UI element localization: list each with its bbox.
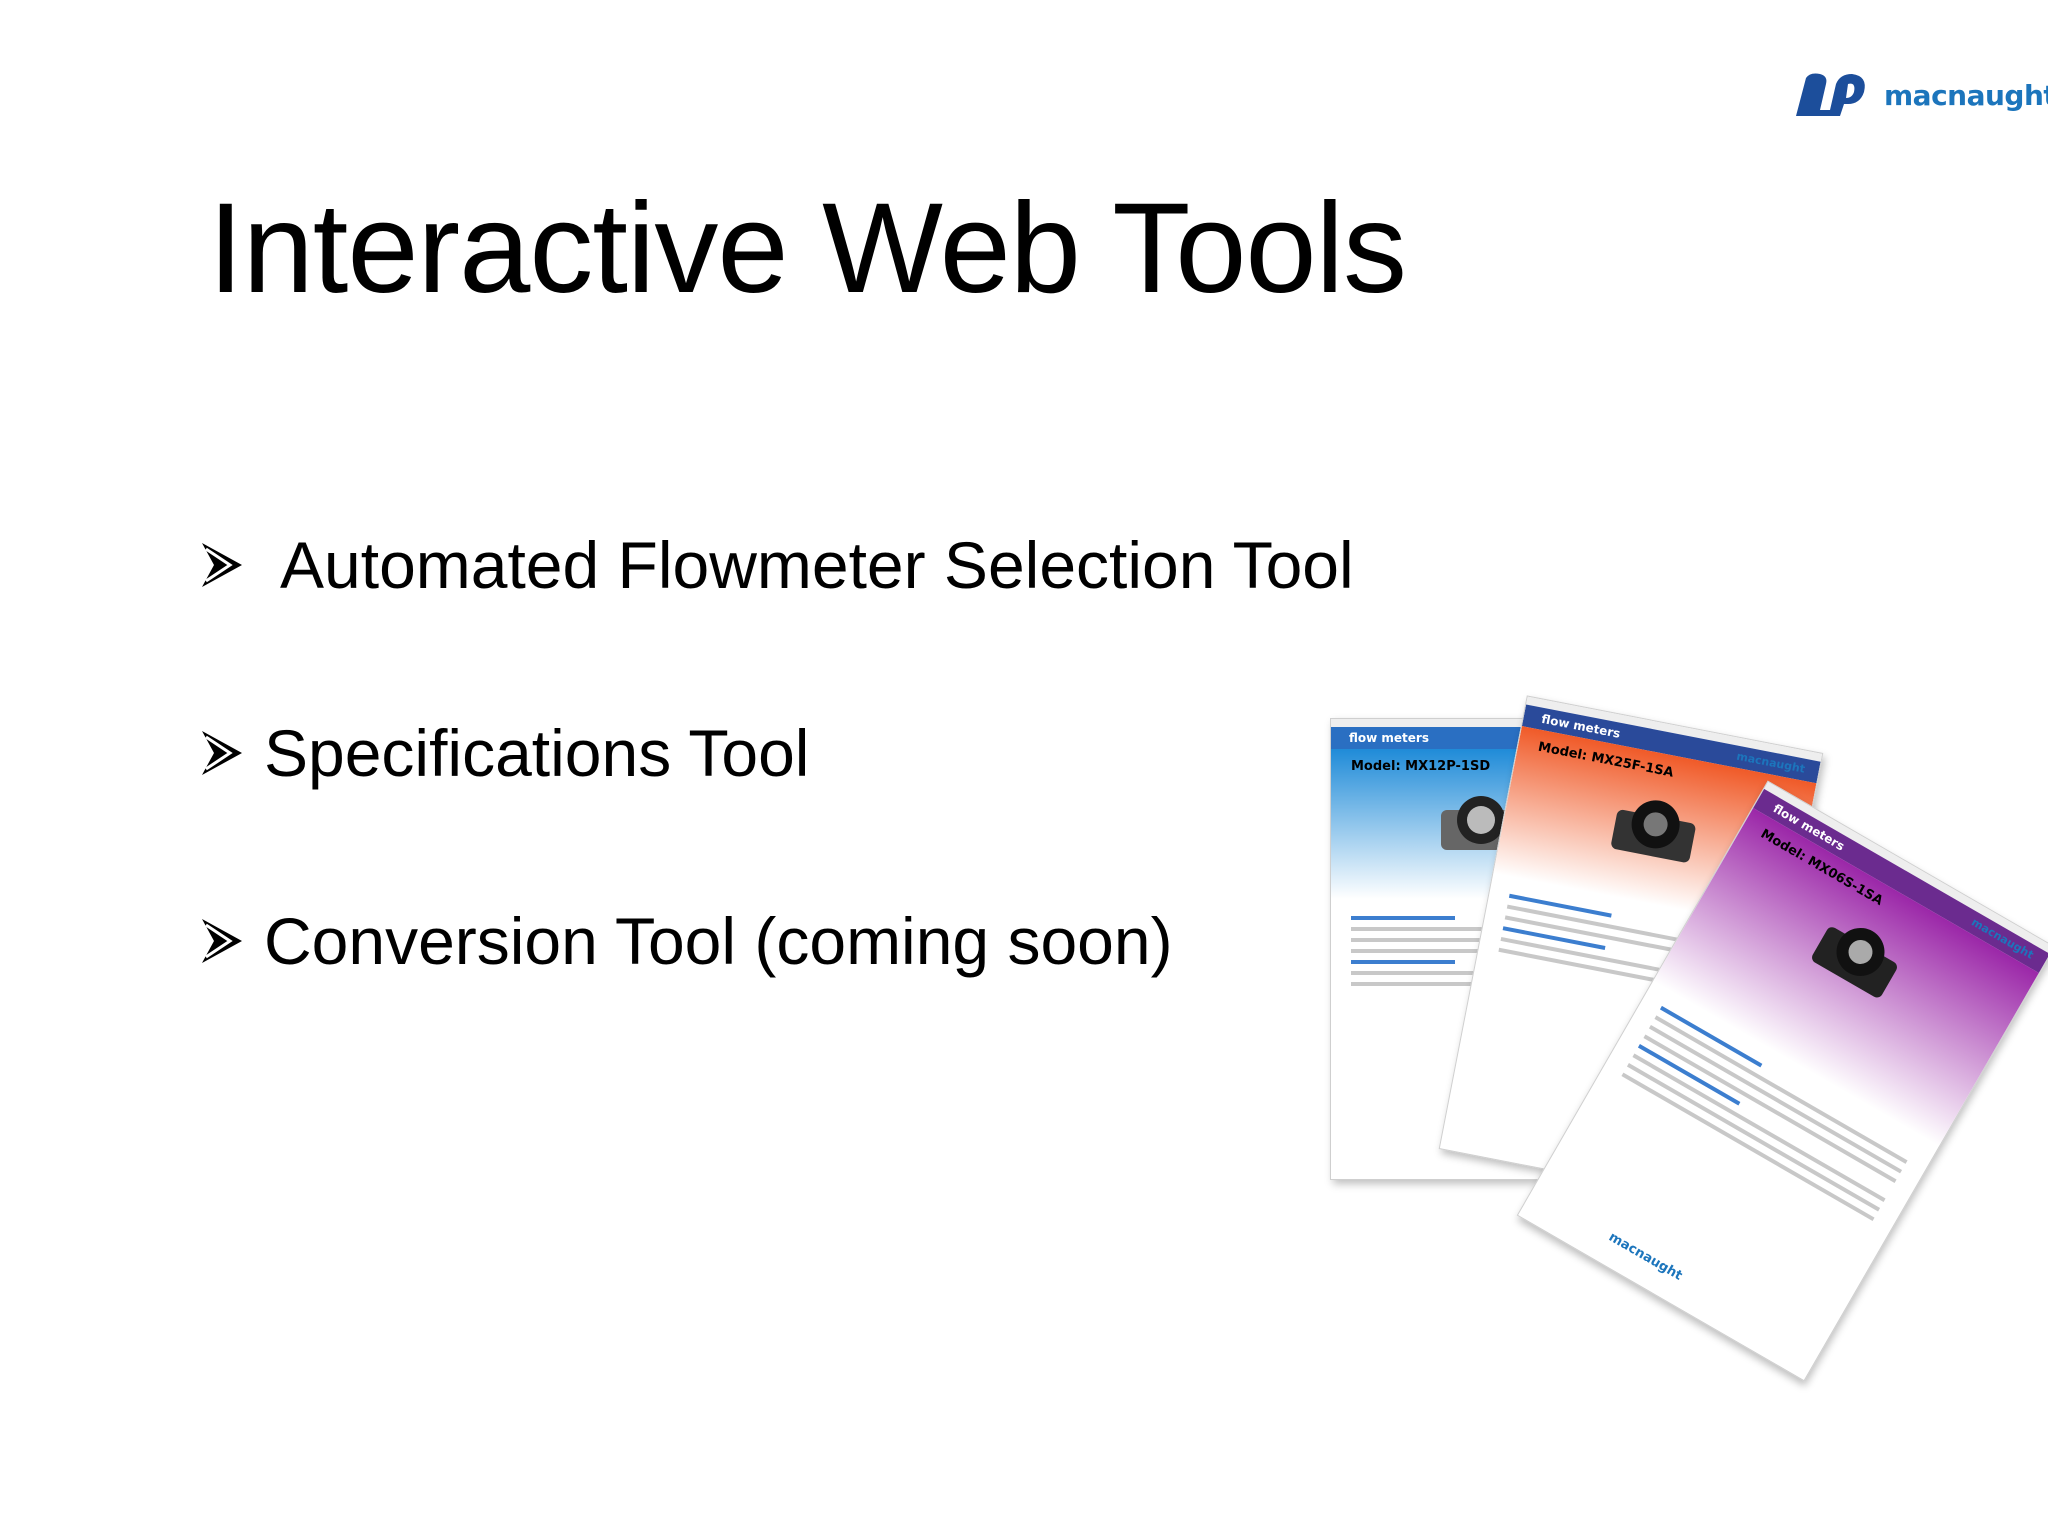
logo-text: macnaught: [1884, 78, 2048, 112]
bullet-item: Conversion Tool (coming soon): [200, 904, 1354, 978]
macnaught-logo-icon: [1796, 73, 1865, 116]
bullet-label: Specifications Tool: [264, 716, 810, 790]
datasheet-page: flow meters Model: MX25F-1SA macnaught: [1438, 695, 1824, 1207]
arrow-bullet-icon: [202, 543, 242, 587]
sheet-footer-logo-text: macnaught: [1606, 1229, 1685, 1284]
datasheet-collage-image: flow meters Model: MX12P-1SD flow meters…: [1320, 695, 2048, 1400]
slide-title: Interactive Web Tools: [208, 177, 1407, 320]
flowmeter-product-icon: [1431, 790, 1531, 860]
bullet-label: Automated Flowmeter Selection Tool: [280, 528, 1354, 602]
bullet-list: Automated Flowmeter Selection Tool Speci…: [200, 528, 1354, 1094]
brand-logo: macnaught: [1790, 70, 2048, 120]
arrow-bullet-icon: [202, 919, 242, 963]
flowmeter-product-icon: [1599, 785, 1711, 873]
flowmeter-product-icon: [1797, 901, 1919, 1012]
bullet-item: Automated Flowmeter Selection Tool: [200, 528, 1354, 602]
bullet-label: Conversion Tool (coming soon): [264, 904, 1173, 978]
bullet-item: Specifications Tool: [200, 716, 1354, 790]
arrow-bullet-icon: [202, 731, 242, 775]
datasheet-page: flow meters Model: MX06S-1SA macnaught m…: [1516, 780, 2048, 1382]
sheet-model: Model: MX12P-1SD: [1351, 759, 1491, 774]
